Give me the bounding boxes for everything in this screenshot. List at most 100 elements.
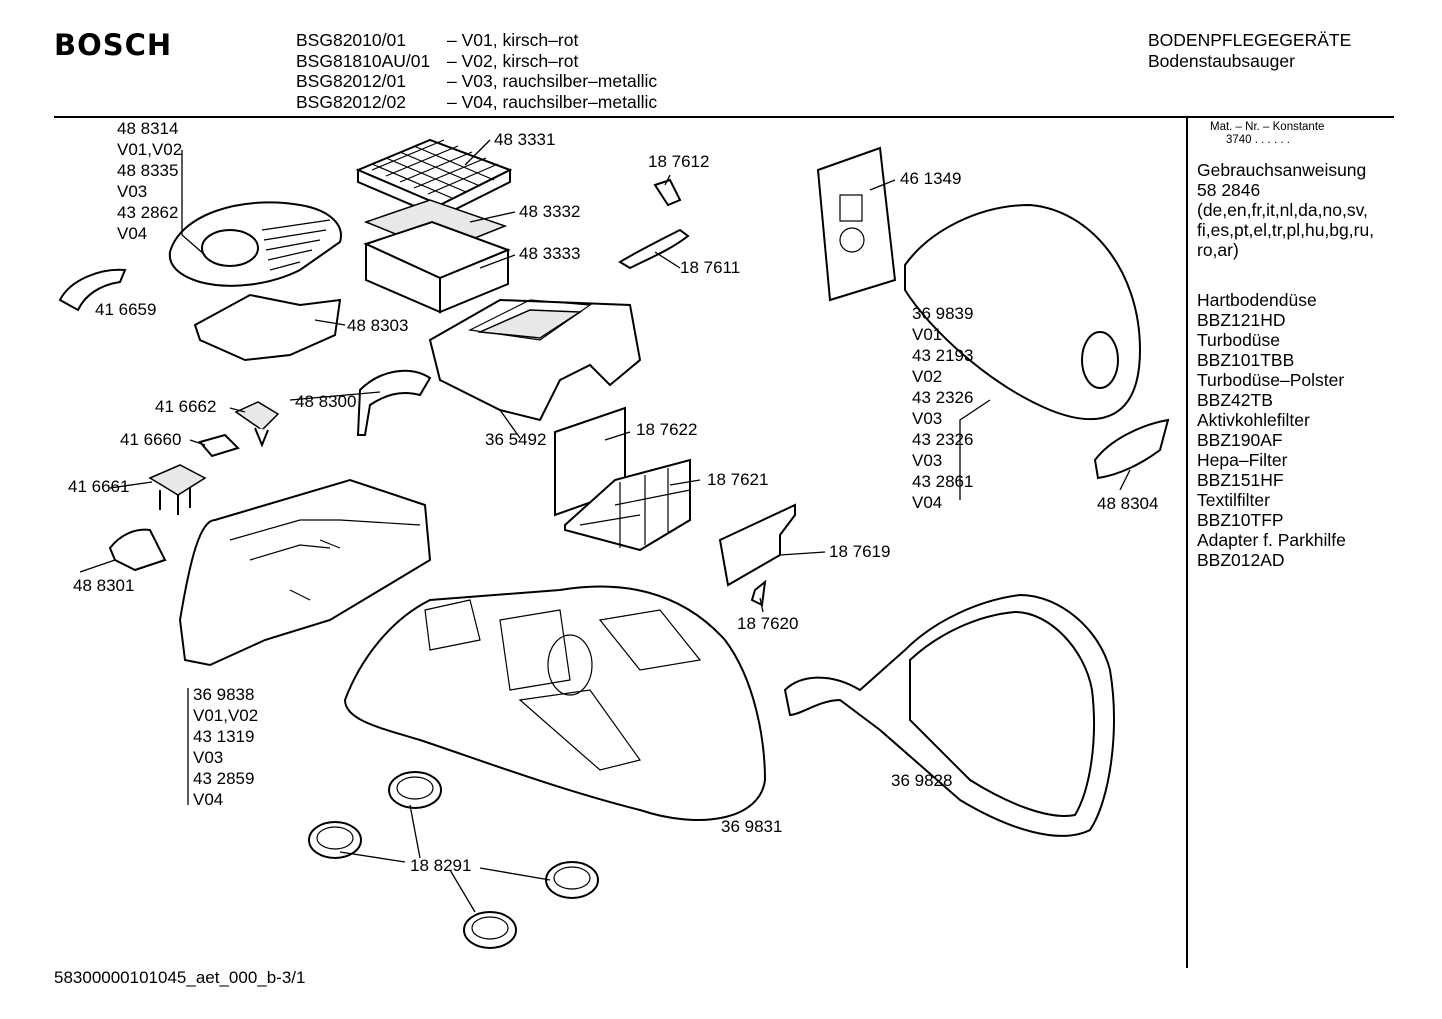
accessory-line: Textilfilter xyxy=(1197,490,1270,510)
accessory-line: Turbodüse xyxy=(1197,330,1281,350)
handle-part xyxy=(1093,418,1170,480)
part-number-label: 43 2861 xyxy=(912,472,974,491)
part-number-label: 48 3331 xyxy=(494,130,556,149)
sheet-part xyxy=(193,293,342,362)
base-body-part xyxy=(343,585,767,821)
part-number-label: 48 8301 xyxy=(73,576,135,595)
part-number-label: 18 7621 xyxy=(707,470,769,489)
accessory-line: Aktivkohlefilter xyxy=(1197,410,1310,430)
filter-housing-part xyxy=(428,298,642,422)
part-number-label: 36 9839 xyxy=(912,304,974,323)
part-number-label: 48 8314 xyxy=(117,119,179,138)
variant-label: V04 xyxy=(193,790,224,809)
model-code: BSG82012/02 xyxy=(296,91,406,112)
variant-label: V03 xyxy=(912,409,943,428)
button-part xyxy=(148,464,207,515)
label-stack-lid: 36 9839 V01 43 2193 V02 43 2326 V03 43 2… xyxy=(912,303,973,513)
model-row: BSG82010/01 – V01, kirsch–rot xyxy=(296,30,657,51)
hinge-part xyxy=(653,178,682,207)
accessory-line: 58 2846 xyxy=(1197,180,1261,200)
small-grille-part xyxy=(234,401,280,448)
model-desc: – V03, rauchsilber–metallic xyxy=(447,71,658,92)
accessory-line: Turbodüse–Polster xyxy=(1197,370,1345,390)
model-list: BSG82010/01 – V01, kirsch–rot BSG81810AU/… xyxy=(296,30,657,112)
part-number-label: 48 3332 xyxy=(519,202,581,221)
side-clip-part xyxy=(108,528,167,572)
accessory-line: BBZ121HD xyxy=(1197,310,1286,330)
material-label: Mat. – Nr. – Konstante xyxy=(1210,121,1325,133)
variant-label: V03 xyxy=(193,748,224,767)
label-stack-top-cover: 48 8314 V01,V02 48 8335 V03 43 2862 V04 xyxy=(117,118,182,244)
part-number-label: 18 7619 xyxy=(829,542,891,561)
part-number-label: 46 1349 xyxy=(900,169,962,188)
small-block-part xyxy=(198,433,240,458)
part-number-label: 18 7612 xyxy=(648,152,710,171)
label-stack-housing: 36 9838 V01,V02 43 1319 V03 43 2859 V04 xyxy=(193,684,258,810)
part-number-label: 48 8300 xyxy=(295,392,357,411)
accessory-line: BBZ101TBB xyxy=(1197,350,1295,370)
part-number-label: 18 7622 xyxy=(636,420,698,439)
part-number-label: 48 8304 xyxy=(1097,494,1159,513)
wheel-part xyxy=(308,821,362,859)
variant-label: V02 xyxy=(912,367,943,386)
document-id: 58300000101045_aet_000_b-3/1 xyxy=(54,968,306,987)
part-number-label: 43 2326 xyxy=(912,430,974,449)
hose-connector-part xyxy=(356,369,432,436)
part-number-label: 43 1319 xyxy=(193,727,255,746)
variant-label: V03 xyxy=(912,451,943,470)
accessory-line: Hepa–Filter xyxy=(1197,450,1288,470)
variant-label: V04 xyxy=(117,224,148,243)
dust-bag-part xyxy=(816,146,897,302)
accessory-line: Adapter f. Parkhilfe xyxy=(1197,530,1346,550)
spring-part xyxy=(750,579,767,607)
part-number-label: 36 9828 xyxy=(891,771,953,790)
part-number-label: 48 8303 xyxy=(347,316,409,335)
category-title: BODENPFLEGEGERÄTE xyxy=(1148,30,1352,50)
accessory-line: (de,en,fr,it,nl,da,no,sv, xyxy=(1197,200,1368,220)
variant-label: V01,V02 xyxy=(117,140,183,159)
model-row: BSG82012/02– V04, rauchsilber–metallic xyxy=(296,92,657,113)
material-constant: Mat. – Nr. – Konstante 3740 . . . . . . xyxy=(1210,121,1324,147)
accessory-line: BBZ151HF xyxy=(1197,470,1284,490)
wheel-part xyxy=(388,771,442,809)
filter-sponge-part xyxy=(363,220,511,314)
model-code: BSG82010/01 xyxy=(296,30,406,50)
accessory-line: fi,es,pt,el,tr,pl,hu,bg,ru, xyxy=(1197,220,1375,240)
model-row: BSG81810AU/01 – V02, kirsch–rot xyxy=(296,51,657,72)
category-block: BODENPFLEGEGERÄTE Bodenstaubsauger xyxy=(1148,30,1351,72)
part-number-label: 18 7611 xyxy=(680,258,741,277)
accessory-line: BBZ012AD xyxy=(1197,550,1285,570)
category-subtitle: Bodenstaubsauger xyxy=(1148,51,1295,71)
bracket-part xyxy=(718,503,796,587)
lid-part xyxy=(904,203,1142,421)
accessory-line: Gebrauchsanweisung xyxy=(1197,160,1367,180)
header-divider xyxy=(54,116,1394,118)
part-number-label: 36 9838 xyxy=(193,685,255,704)
part-number-label: 41 6659 xyxy=(95,300,157,319)
wheel-part xyxy=(545,861,599,899)
part-number-label: 41 6662 xyxy=(155,397,217,416)
accessory-line: ro,ar) xyxy=(1197,240,1239,260)
accessory-line: BBZ10TFP xyxy=(1197,510,1284,530)
accessory-line: Hartbodendüse xyxy=(1197,290,1317,310)
wheel-part xyxy=(463,911,517,949)
material-value: 3740 . . . . . . xyxy=(1226,134,1290,146)
brand-logo: BOSCH xyxy=(54,28,173,62)
model-row: BSG82012/01 – V03, rauchsilber–metallic xyxy=(296,71,657,92)
clip-part xyxy=(58,268,127,312)
part-number-label: 43 2859 xyxy=(193,769,255,788)
sidebar-divider xyxy=(1186,118,1188,968)
model-desc: – V02, kirsch–rot xyxy=(447,50,579,71)
model-code: BSG81810AU/01 xyxy=(296,50,431,71)
accessory-line: BBZ190AF xyxy=(1197,430,1283,450)
model-code: BSG82012/01 xyxy=(296,71,406,92)
part-number-label: 36 9831 xyxy=(721,817,783,836)
model-desc: – V01, kirsch–rot xyxy=(447,30,579,50)
variant-label: V04 xyxy=(912,493,943,512)
top-cover-part xyxy=(168,201,342,287)
bumper-frame-part xyxy=(783,593,1115,837)
part-number-label: 48 8335 xyxy=(117,161,179,180)
variant-label: V01,V02 xyxy=(193,706,259,725)
part-number-label: 43 2862 xyxy=(117,203,179,222)
